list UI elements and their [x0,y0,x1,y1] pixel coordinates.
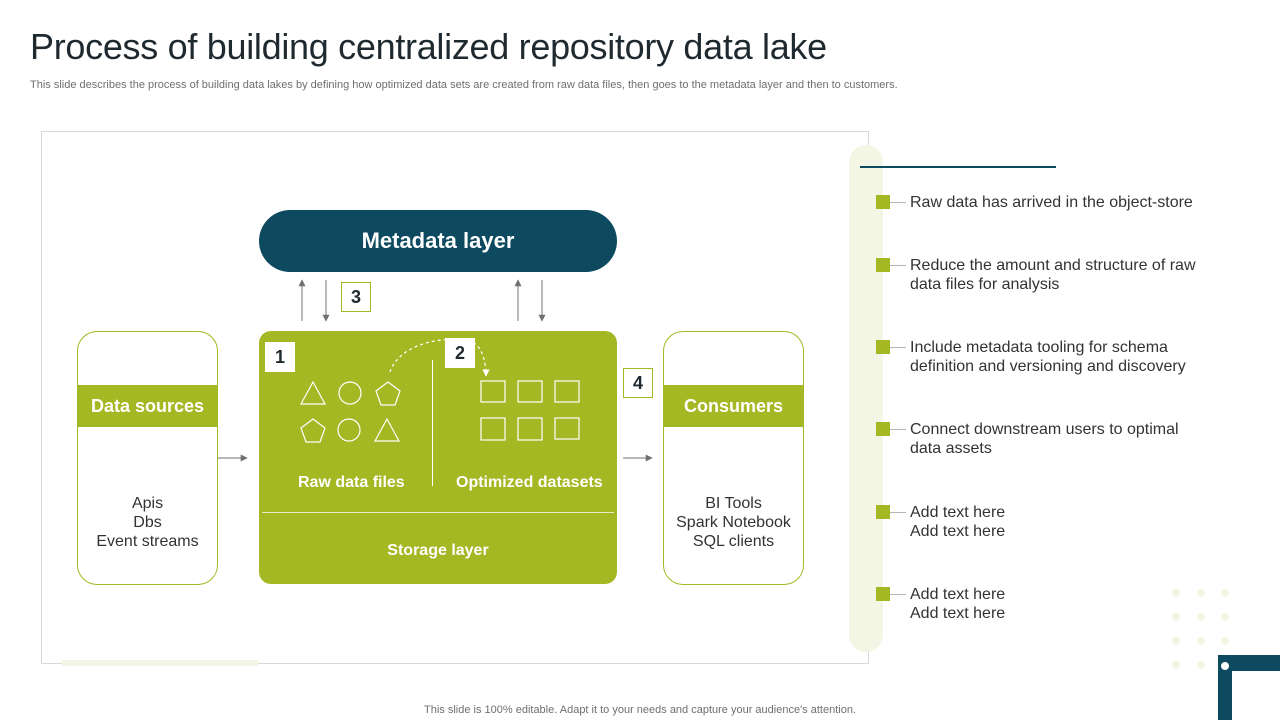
notes-top-line [860,166,1056,168]
slide-title: Process of building centralized reposito… [30,26,827,67]
note-connector [890,265,906,266]
step-badge-3: 3 [341,282,371,312]
step-badge-2: 2 [445,338,475,368]
data-source-item: Apis [131,495,164,512]
dataset-square [554,417,580,440]
metadata-layer-label: Metadata layer [361,228,515,253]
dataset-square [517,417,543,441]
consumers-list: BI Tools Spark Notebook SQL clients [664,494,803,551]
corner-decor-horizontal [1218,655,1280,671]
step-badge-4: 4 [623,368,653,398]
triangle-shape [373,417,401,442]
decor-dot [1197,589,1205,597]
pentagon-shape [300,418,326,443]
consumers-title: Consumers [664,385,803,427]
decor-dot [1197,637,1205,645]
frame-accent-bar [62,660,258,666]
decor-dot [1221,637,1229,645]
metadata-layer-pill: Metadata layer [259,210,617,272]
optimized-datasets-label: Optimized datasets [456,474,603,491]
note-text-5: Add text here Add text here [910,504,1006,540]
note-text-2: Reduce the amount and structure of raw d… [910,257,1196,293]
note-connector [890,512,906,513]
decor-dot [1172,637,1180,645]
slide-footer: This slide is 100% editable. Adapt it to… [424,704,856,716]
corner-decor-vertical [1218,655,1232,720]
note-text-1: Raw data has arrived in the object-store [910,194,1193,211]
consumer-item: Spark Notebook [676,514,791,531]
note-text-6: Add text here Add text here [910,586,1006,622]
note-bullet [876,258,890,272]
dataset-square [517,380,543,403]
note-connector [890,594,906,595]
note-bullet [876,195,890,209]
data-sources-list: Apis Dbs Event streams [78,494,217,551]
data-source-item: Event streams [96,533,199,550]
decor-dot [1197,661,1205,669]
decor-dot [1221,589,1229,597]
data-source-item: Dbs [133,514,162,531]
triangle-shape [299,380,327,405]
consumers-box: Consumers BI Tools Spark Notebook SQL cl… [663,331,804,585]
circle-shape [337,418,361,442]
decor-dot [1172,589,1180,597]
note-text-4: Connect downstream users to optimal data… [910,421,1179,457]
circle-shape [338,381,362,405]
dataset-square [480,380,506,403]
note-bullet [876,340,890,354]
note-connector [890,202,906,203]
pentagon-shape [375,381,401,406]
decor-dot [1197,613,1205,621]
decor-dot [1172,613,1180,621]
storage-vertical-divider [432,360,433,486]
consumer-item: SQL clients [692,533,775,550]
note-bullet [876,422,890,436]
decor-dot [1221,613,1229,621]
corner-decor-dot [1221,662,1229,670]
notes-side-strip [849,145,883,652]
slide-subtitle: This slide describes the process of buil… [30,79,898,91]
storage-layer-box: Raw data files Optimized datasets Storag… [259,331,617,584]
raw-data-files-label: Raw data files [298,474,405,491]
dataset-square [554,380,580,403]
consumer-item: BI Tools [705,495,762,512]
dataset-square [480,417,506,441]
note-connector [890,347,906,348]
step-badge-1: 1 [265,342,295,372]
note-bullet [876,505,890,519]
note-connector [890,429,906,430]
note-bullet [876,587,890,601]
note-text-3: Include metadata tooling for schema defi… [910,339,1186,375]
decor-dot [1172,661,1180,669]
data-sources-box: Data sources Apis Dbs Event streams [77,331,218,585]
storage-layer-label: Storage layer [387,542,489,559]
data-sources-title: Data sources [78,385,217,427]
storage-horizontal-divider [262,512,614,513]
